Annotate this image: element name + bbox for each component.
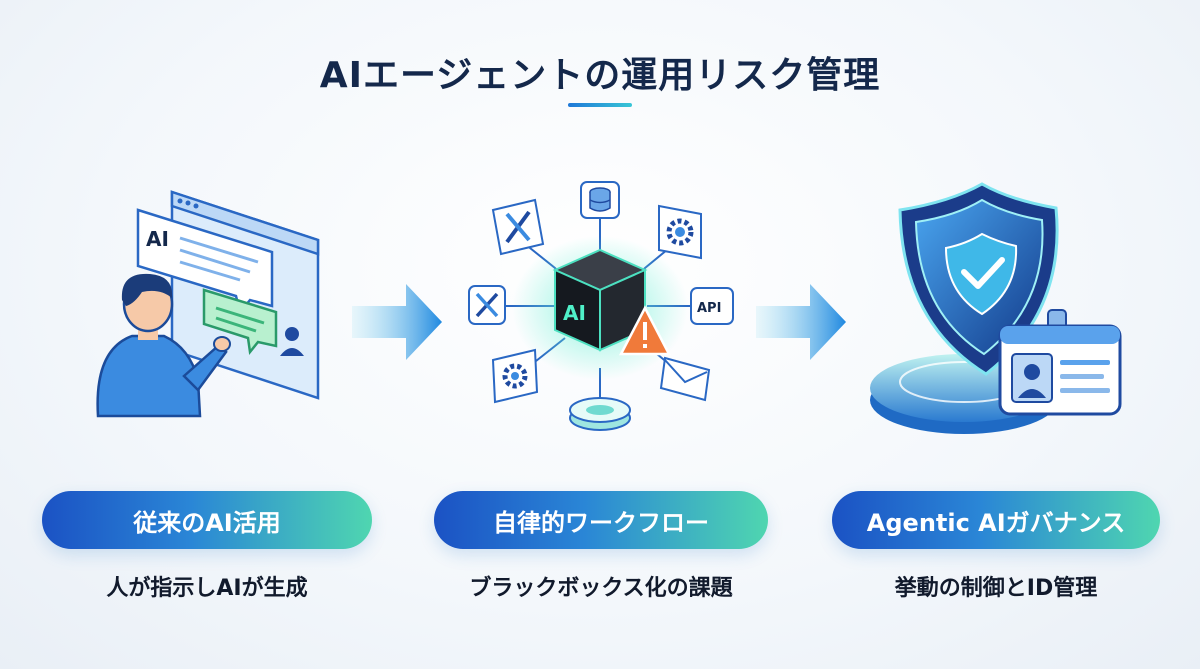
mail-icon bbox=[659, 356, 711, 402]
gear-icon bbox=[658, 204, 702, 260]
flow-arrow-icon-2 bbox=[756, 284, 846, 360]
database-icon bbox=[580, 181, 620, 219]
ai-label: AI bbox=[146, 227, 169, 251]
autonomous-workflow-illustration: AI API bbox=[468, 181, 734, 431]
warning-icon bbox=[618, 305, 672, 356]
pill-autonomous-workflow-label: 自律的ワークフロー bbox=[493, 508, 709, 537]
caption-traditional-ai: 人が指示しAIが生成 bbox=[106, 576, 308, 601]
pill-traditional-ai-label: 従来のAI活用 bbox=[133, 508, 281, 537]
pill-traditional-ai: 従来のAI活用 bbox=[42, 491, 372, 549]
id-badge-icon bbox=[998, 309, 1122, 416]
disc-node-icon bbox=[569, 397, 631, 431]
pill-autonomous-workflow: 自律的ワークフロー bbox=[434, 491, 768, 549]
governance-illustration bbox=[870, 182, 1122, 434]
page-title: AIエージェントの運用リスク管理 bbox=[319, 55, 881, 96]
caption-agentic-ai-governance: 挙動の制御とID管理 bbox=[894, 576, 1098, 601]
person-icon bbox=[96, 273, 231, 418]
reply-bubble-icon bbox=[202, 288, 278, 356]
caption-autonomous-workflow: ブラックボックス化の課題 bbox=[469, 576, 733, 601]
api-icon bbox=[690, 287, 734, 325]
tools-icon bbox=[491, 198, 545, 256]
title-underline bbox=[568, 103, 632, 107]
user-avatar-icon bbox=[280, 327, 304, 356]
flow-arrow-icon bbox=[352, 284, 442, 360]
pill-agentic-ai-governance-label: Agentic AIガバナンス bbox=[866, 508, 1126, 537]
traditional-ai-illustration: AI bbox=[96, 190, 320, 418]
pill-agentic-ai-governance: Agentic AIガバナンス bbox=[832, 491, 1160, 549]
api-label: API bbox=[697, 301, 721, 316]
cube-ai-label: AI bbox=[563, 301, 586, 325]
wrench-icon bbox=[468, 285, 506, 325]
gear-small-icon bbox=[491, 348, 539, 404]
